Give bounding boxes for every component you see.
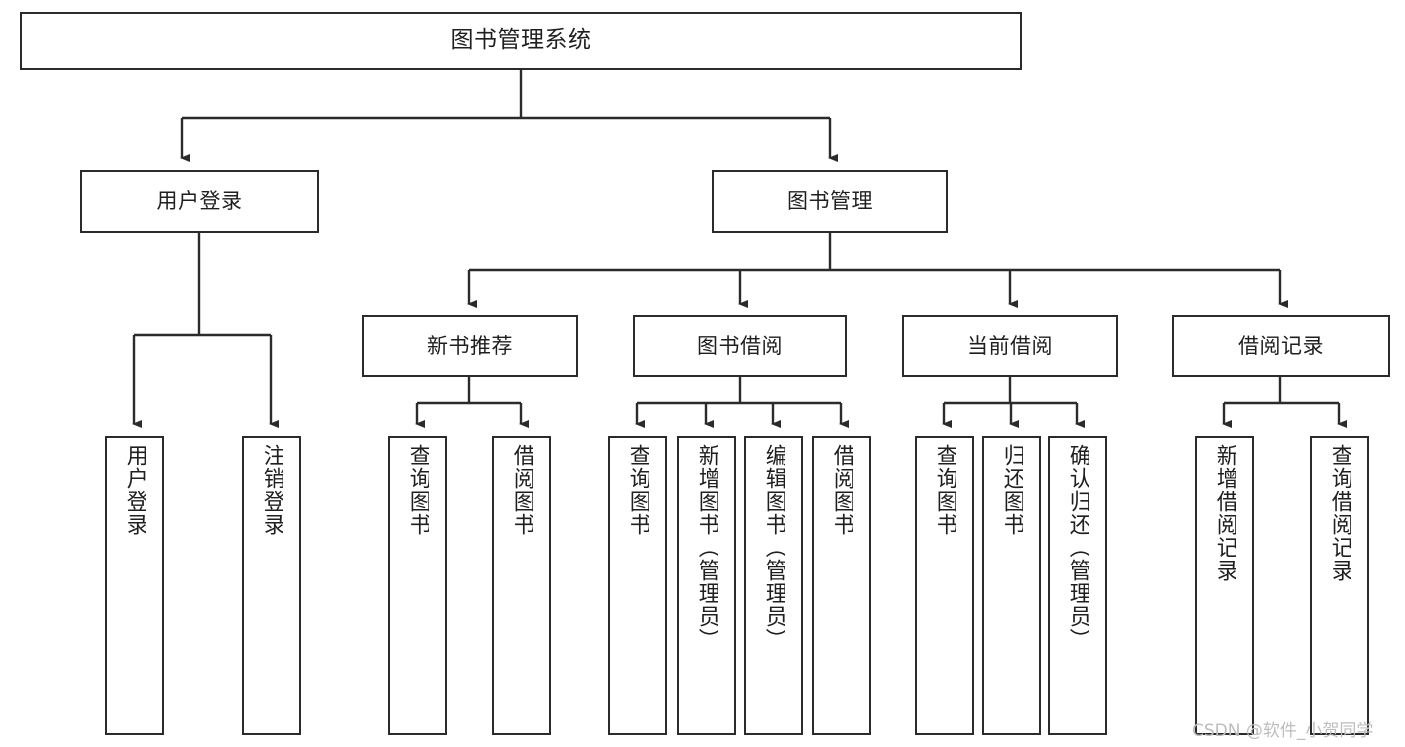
node-label: 编辑图书（管理员） bbox=[762, 444, 785, 651]
leaf-book-borrow-add[interactable]: 新增图书（管理员） bbox=[677, 436, 736, 735]
node-label: 查询图书 bbox=[933, 444, 956, 536]
leaf-book-borrow-edit[interactable]: 编辑图书（管理员） bbox=[744, 436, 803, 735]
leaf-book-borrow-lend[interactable]: 借阅图书 bbox=[812, 436, 871, 735]
node-borrow-records[interactable]: 借阅记录 bbox=[1172, 315, 1390, 377]
node-user-login[interactable]: 用户登录 bbox=[80, 170, 319, 233]
node-label: 借阅记录 bbox=[1238, 333, 1324, 358]
leaf-book-borrow-query[interactable]: 查询图书 bbox=[608, 436, 667, 735]
node-label: 借阅图书 bbox=[830, 444, 853, 536]
node-label: 用户登录 bbox=[123, 444, 146, 536]
leaf-borrow-records-add[interactable]: 新增借阅记录 bbox=[1195, 436, 1254, 735]
node-label: 用户登录 bbox=[156, 189, 243, 214]
node-new-book-recommend[interactable]: 新书推荐 bbox=[362, 315, 578, 377]
leaf-borrow-records-query[interactable]: 查询借阅记录 bbox=[1310, 436, 1369, 735]
leaf-new-book-borrow[interactable]: 借阅图书 bbox=[492, 436, 551, 735]
leaf-current-borrow-return[interactable]: 归还图书 bbox=[982, 436, 1041, 735]
node-label: 注销登录 bbox=[260, 444, 283, 536]
node-label: 新书推荐 bbox=[427, 333, 513, 358]
node-label: 新增借阅记录 bbox=[1213, 444, 1236, 582]
leaf-current-borrow-query[interactable]: 查询图书 bbox=[915, 436, 974, 735]
node-label: 新增图书（管理员） bbox=[695, 444, 718, 651]
node-label: 图书管理系统 bbox=[450, 27, 592, 54]
node-book-management[interactable]: 图书管理 bbox=[712, 170, 948, 233]
node-label: 确认归还（管理员） bbox=[1066, 444, 1089, 651]
node-label: 图书借阅 bbox=[697, 333, 783, 358]
node-book-borrow[interactable]: 图书借阅 bbox=[633, 315, 847, 377]
node-current-borrow[interactable]: 当前借阅 bbox=[902, 315, 1118, 377]
leaf-user-login-signin[interactable]: 用户登录 bbox=[105, 436, 164, 735]
node-label: 当前借阅 bbox=[967, 333, 1053, 358]
node-label: 图书管理 bbox=[787, 189, 873, 214]
node-label: 借阅图书 bbox=[510, 444, 533, 536]
node-label: 归还图书 bbox=[1000, 444, 1023, 536]
node-label: 查询图书 bbox=[406, 444, 429, 536]
node-label: 查询借阅记录 bbox=[1328, 444, 1351, 582]
leaf-new-book-query[interactable]: 查询图书 bbox=[388, 436, 447, 735]
node-label: 查询图书 bbox=[626, 444, 649, 536]
leaf-current-borrow-confirm-return[interactable]: 确认归还（管理员） bbox=[1048, 436, 1107, 735]
watermark-text: CSDN @软件_小贺同学 bbox=[1192, 721, 1374, 741]
node-root-system[interactable]: 图书管理系统 bbox=[20, 12, 1022, 70]
leaf-user-login-signout[interactable]: 注销登录 bbox=[242, 436, 301, 735]
